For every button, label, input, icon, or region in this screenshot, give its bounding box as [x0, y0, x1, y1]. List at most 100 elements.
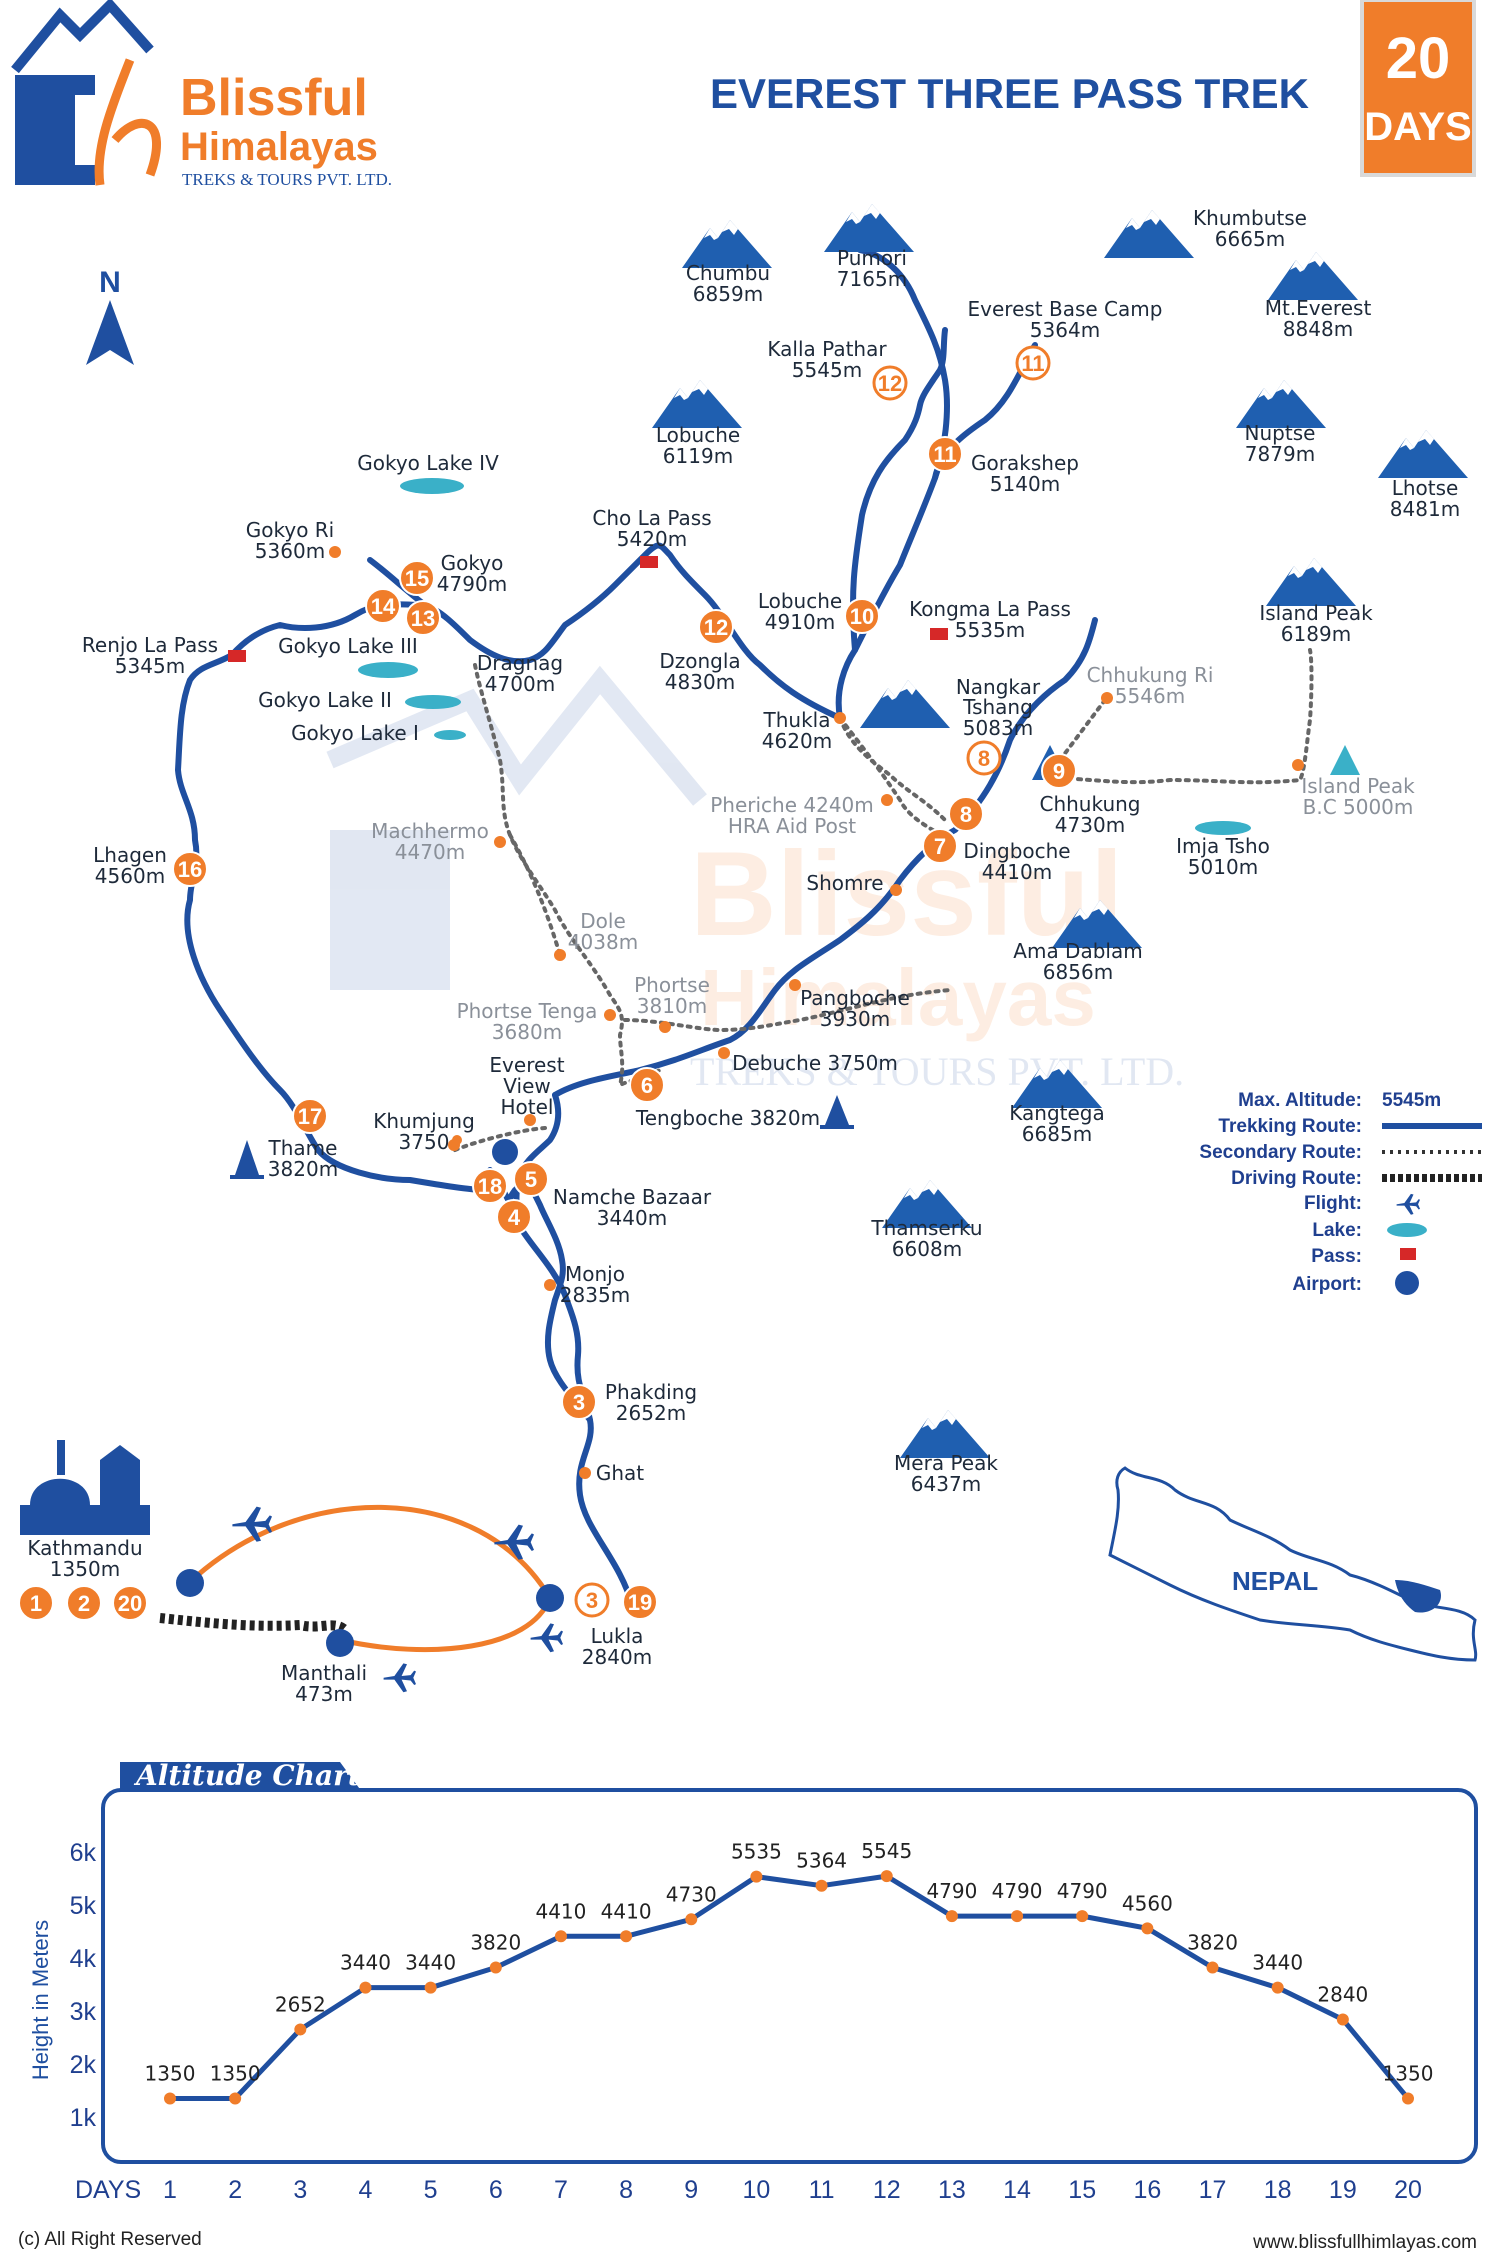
day-marker-16 [172, 851, 208, 887]
altitude-series-line [170, 1873, 1410, 2101]
altitude-point [489, 1961, 502, 1974]
nepal-inset-map: NEPAL [1108, 1466, 1478, 1662]
place-alt-kalla-pathar: 5545m [792, 358, 862, 382]
place-alt-manthali: 473m [295, 1682, 353, 1706]
watermark-logo: Blissful Himalayas TREKS & TOURS PVT. LT… [326, 665, 1184, 1094]
footer-copyright: (c) All Right Reserved [18, 2229, 202, 2250]
airport-icons [176, 1139, 564, 1657]
place-name-kathmandu: Kathmandu [27, 1536, 142, 1560]
day-marker-number: 1 [30, 1591, 42, 1616]
chart-title: Altitude Chart [133, 1759, 361, 1792]
day-marker-number: 11 [933, 442, 956, 467]
day-marker-outline-number: 11 [1021, 351, 1044, 376]
place-alt-lukla: 2840m [582, 1645, 652, 1669]
day-marker-outline-number: 8 [978, 746, 990, 771]
brand-logo: Blissful Himalayas TREKS & TOURS PVT. LT… [11, 0, 392, 189]
day-marker-number: 7 [934, 834, 946, 859]
mountain-name-thamserku: Thamserku [870, 1216, 982, 1240]
page-title: EVEREST THREE PASS TREK [710, 70, 1309, 117]
day-marker-number: 9 [1053, 759, 1065, 784]
mountain-icon [652, 380, 742, 428]
day-marker-9 [1041, 753, 1077, 789]
day-marker-17 [292, 1098, 328, 1134]
day-marker-10 [844, 598, 880, 634]
altitude-value-label: 3820 [470, 1931, 521, 1955]
place-alt-machhermo: 4470m [395, 840, 465, 864]
day-marker-number: 14 [371, 594, 396, 619]
mountain-alt-lobuche-peak: 6119m [663, 444, 733, 468]
place-name-gokyo-ri: Gokyo Ri [246, 518, 335, 542]
x-tick-label: 15 [1068, 2176, 1096, 2204]
altitude-value-label: 5535 [731, 1840, 782, 1864]
x-tick-label: 11 [809, 2176, 835, 2204]
altitude-value-label: 3440 [1252, 1951, 1303, 1975]
place-alt-khumjung: 3750 [399, 1130, 450, 1154]
place-alt-lhagen: 4560m [95, 864, 165, 888]
badge-unit: DAYS [1364, 105, 1471, 149]
airport-icon [492, 1139, 518, 1165]
x-tick-label: 17 [1199, 2176, 1227, 2204]
pass-flags [228, 556, 948, 662]
day-marker-number: 18 [478, 1174, 502, 1199]
footer-website[interactable]: www.blissfullhimlayas.com [1252, 2232, 1477, 2253]
day-marker-number: 15 [405, 566, 429, 591]
altitude-point [294, 2023, 307, 2036]
lake-icon [358, 662, 418, 678]
day-marker-number: 2 [78, 1591, 90, 1616]
mountain-icon [1266, 558, 1356, 606]
place-name-lobuche: Lobuche [758, 589, 842, 613]
watermark-text-3: TREKS & TOURS PVT. LTD. [690, 1049, 1184, 1094]
altitude-value-label: 4560 [1122, 1891, 1173, 1915]
day-marker-8 [948, 796, 984, 832]
place-name-phakding: Phakding [605, 1380, 697, 1404]
lakes [358, 478, 1251, 835]
plane-icon [530, 1623, 563, 1653]
place-alt-dzongla: 4830m [665, 670, 735, 694]
place-alt-kathmandu: 1350m [50, 1557, 120, 1581]
mountain-alt-lhotse: 8481m [1390, 497, 1460, 521]
chart-xlabel: DAYS [75, 2176, 141, 2204]
altitude-value-label: 1350 [210, 2061, 261, 2085]
place-name-manthali: Manthali [281, 1661, 367, 1685]
mountain-alt-thamserku: 6608m [892, 1237, 962, 1261]
day-marker-2 [66, 1585, 102, 1621]
legend-max-altitude-value: 5545m [1382, 1090, 1441, 1111]
place-name-ghat: Ghat [596, 1461, 644, 1485]
day-marker-outline-number: 3 [586, 1588, 598, 1613]
y-tick-label: 1k [70, 2104, 97, 2132]
x-tick-label: 12 [873, 2176, 901, 2204]
altitude-value-label: 4410 [601, 1899, 652, 1923]
north-compass: N [86, 266, 134, 365]
place-name-thame: Thame [268, 1136, 338, 1160]
place-alt-ebc: 5364m [1030, 318, 1100, 342]
day-marker-number: 13 [411, 606, 435, 631]
altitude-value-label: 5545 [861, 1839, 912, 1863]
mountain-name-lobuche-peak: Lobuche [656, 423, 740, 447]
mountain-name-khumbutse: Khumbutse [1193, 206, 1307, 230]
place-alt-namche: 3440m [597, 1206, 667, 1230]
y-tick-label: 3k [70, 1998, 97, 2026]
altitude-point [815, 1879, 828, 1892]
place-name-chhukung-ri: Chhukung Ri [1087, 663, 1214, 687]
legend-airport: Airport: [1292, 1274, 1362, 1295]
place-name-thukla: Thukla [763, 708, 831, 732]
brand-tagline: TREKS & TOURS PVT. LTD. [182, 170, 392, 189]
x-tick-label: 4 [359, 2176, 373, 2204]
mountain-labels: Chumbu6859mPumori7165mKhumbutse6665mMt.E… [656, 206, 1460, 1496]
day-marker-number: 3 [573, 1390, 585, 1415]
day-marker-number: 8 [960, 802, 972, 827]
place-name-kongma-la: Kongma La Pass [909, 597, 1071, 621]
place-alt-thame: 3820m [268, 1157, 338, 1181]
x-tick-label: 2 [228, 2176, 242, 2204]
mountain-name-nuptse: Nuptse [1245, 421, 1316, 445]
mountain-alt-everest: 8848m [1283, 317, 1353, 341]
y-tick-label: 2k [70, 2051, 97, 2079]
x-tick-label: 13 [938, 2176, 966, 2204]
place-alt-phortse: 3810m [637, 994, 707, 1018]
day-marker-11 [927, 436, 963, 472]
altitude-value-label: 3440 [405, 1951, 456, 1975]
day-marker-12 [698, 609, 734, 645]
place-name-everest-view: Everest [489, 1053, 564, 1077]
